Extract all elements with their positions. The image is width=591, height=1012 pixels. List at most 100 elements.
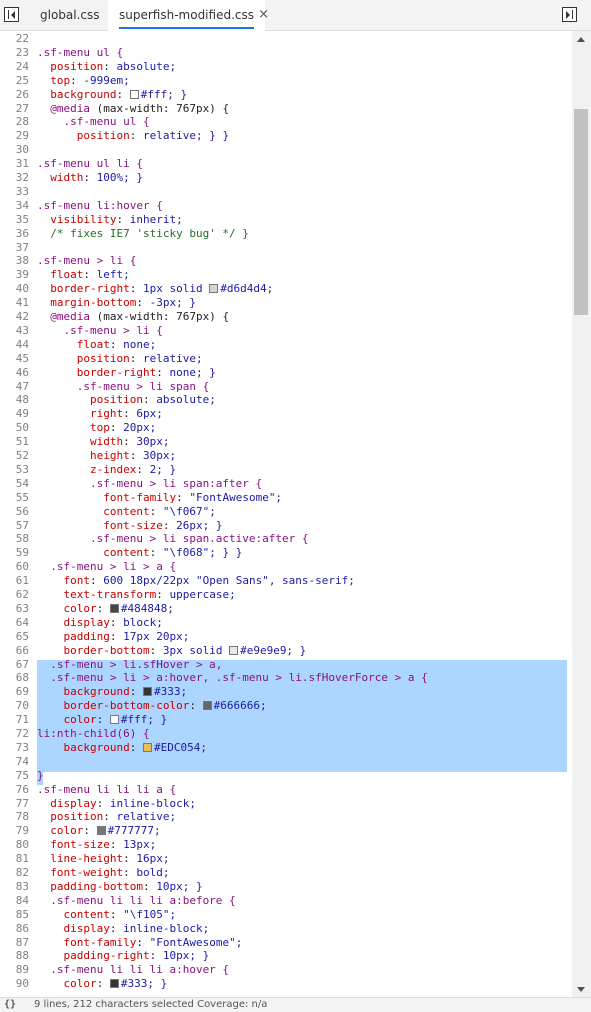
line-number[interactable]: 57 bbox=[15, 518, 29, 532]
code-line: 22 bbox=[0, 32, 572, 46]
line-number[interactable]: 38 bbox=[15, 254, 29, 268]
line-number[interactable]: 34 bbox=[15, 198, 29, 212]
line-number[interactable]: 79 bbox=[15, 824, 29, 838]
line-number[interactable]: 48 bbox=[15, 393, 29, 407]
line-number[interactable]: 78 bbox=[15, 810, 29, 824]
line-number[interactable]: 74 bbox=[15, 754, 29, 768]
pretty-print-icon[interactable]: {} bbox=[4, 999, 17, 1010]
line-number[interactable]: 63 bbox=[15, 601, 29, 615]
line-number[interactable]: 24 bbox=[15, 59, 29, 73]
line-number[interactable]: 77 bbox=[15, 796, 29, 810]
scrollbar-thumb[interactable] bbox=[574, 109, 588, 315]
line-number[interactable]: 25 bbox=[15, 73, 29, 87]
line-number[interactable]: 49 bbox=[15, 407, 29, 421]
color-swatch[interactable] bbox=[109, 715, 119, 725]
line-number[interactable]: 60 bbox=[15, 560, 29, 574]
line-number[interactable]: 90 bbox=[15, 977, 29, 991]
line-number[interactable]: 58 bbox=[15, 532, 29, 546]
line-number[interactable]: 71 bbox=[15, 713, 29, 727]
line-number[interactable]: 54 bbox=[15, 476, 29, 490]
line-number[interactable]: 51 bbox=[15, 435, 29, 449]
line-number[interactable]: 87 bbox=[15, 935, 29, 949]
line-number[interactable]: 65 bbox=[15, 629, 29, 643]
code-line: 81 line-height: 16px; bbox=[0, 852, 572, 866]
toggle-debugger-button[interactable] bbox=[562, 7, 577, 22]
close-tab-icon[interactable]: × bbox=[258, 7, 269, 22]
line-number[interactable]: 81 bbox=[15, 852, 29, 866]
line-number[interactable]: 27 bbox=[15, 101, 29, 115]
line-number[interactable]: 84 bbox=[15, 893, 29, 907]
line-number[interactable]: 73 bbox=[15, 740, 29, 754]
line-number[interactable]: 52 bbox=[15, 449, 29, 462]
line-number[interactable]: 45 bbox=[15, 351, 29, 365]
line-number[interactable]: 44 bbox=[15, 337, 29, 351]
color-swatch[interactable] bbox=[96, 826, 106, 836]
scroll-down-icon[interactable] bbox=[577, 987, 585, 992]
line-number[interactable]: 32 bbox=[15, 171, 29, 184]
color-swatch[interactable] bbox=[209, 284, 219, 294]
line-number[interactable]: 43 bbox=[15, 323, 29, 337]
line-number[interactable]: 70 bbox=[15, 699, 29, 713]
color-swatch[interactable] bbox=[129, 89, 139, 99]
line-number[interactable]: 61 bbox=[15, 574, 29, 588]
line-number[interactable]: 22 bbox=[15, 32, 29, 45]
vertical-scrollbar[interactable] bbox=[572, 31, 591, 997]
toggle-navigator-button[interactable] bbox=[4, 7, 19, 22]
line-number[interactable]: 40 bbox=[15, 282, 29, 296]
color-swatch[interactable] bbox=[202, 701, 212, 711]
line-number[interactable]: 85 bbox=[15, 907, 29, 921]
line-number[interactable]: 46 bbox=[15, 365, 29, 379]
scroll-up-icon[interactable] bbox=[577, 37, 585, 42]
line-number[interactable]: 80 bbox=[15, 838, 29, 852]
line-number[interactable]: 28 bbox=[15, 115, 29, 129]
line-number[interactable]: 39 bbox=[15, 268, 29, 282]
line-number[interactable]: 88 bbox=[15, 949, 29, 963]
color-swatch[interactable] bbox=[109, 979, 119, 989]
tab-superfish-modified-css[interactable]: superfish-modified.css × bbox=[108, 0, 269, 31]
line-number[interactable]: 41 bbox=[15, 296, 29, 310]
line-number[interactable]: 56 bbox=[15, 504, 29, 518]
line-number[interactable]: 72 bbox=[15, 727, 29, 740]
line-number[interactable]: 69 bbox=[15, 685, 29, 699]
line-number[interactable]: 26 bbox=[15, 87, 29, 101]
line-number[interactable]: 47 bbox=[15, 379, 29, 393]
line-number[interactable]: 31 bbox=[15, 157, 29, 171]
line-number[interactable]: 76 bbox=[15, 782, 29, 796]
line-number[interactable]: 67 bbox=[15, 657, 29, 671]
line-number[interactable]: 64 bbox=[15, 615, 29, 629]
line-number[interactable]: 30 bbox=[15, 143, 29, 157]
tab-global-css[interactable]: global.css bbox=[40, 0, 100, 30]
line-number[interactable]: 75 bbox=[15, 768, 29, 782]
line-number[interactable]: 59 bbox=[15, 546, 29, 560]
code-line: 84 .sf-menu li li li a:before { bbox=[0, 894, 572, 908]
line-number[interactable]: 83 bbox=[15, 879, 29, 893]
code-line: 65 padding: 17px 20px; bbox=[0, 630, 572, 644]
line-number[interactable]: 29 bbox=[15, 129, 29, 143]
line-number[interactable]: 55 bbox=[15, 490, 29, 504]
color-swatch[interactable] bbox=[109, 603, 119, 613]
code-text: .sf-menu > li > a { bbox=[37, 560, 177, 574]
line-number[interactable]: 66 bbox=[15, 643, 29, 657]
code-text: font-weight: bold; bbox=[50, 866, 170, 879]
code-text: top: 20px; bbox=[89, 421, 157, 435]
code-text: .sf-menu > li { bbox=[37, 323, 163, 337]
line-number[interactable]: 62 bbox=[15, 588, 29, 601]
line-number[interactable]: 36 bbox=[15, 226, 29, 240]
color-swatch[interactable] bbox=[142, 687, 152, 697]
line-number[interactable]: 33 bbox=[15, 184, 29, 198]
line-number[interactable]: 68 bbox=[15, 671, 29, 685]
code-text: background: #333; bbox=[63, 685, 188, 699]
line-number[interactable]: 42 bbox=[15, 310, 29, 323]
line-number[interactable]: 37 bbox=[15, 240, 29, 254]
line-number[interactable]: 53 bbox=[15, 462, 29, 476]
line-number[interactable]: 35 bbox=[15, 212, 29, 226]
line-number[interactable]: 89 bbox=[15, 963, 29, 977]
line-number[interactable]: 50 bbox=[15, 421, 29, 435]
line-number[interactable]: 82 bbox=[15, 866, 29, 879]
line-number[interactable]: 23 bbox=[15, 45, 29, 59]
code-text: .sf-menu > li span.active:after { bbox=[37, 532, 309, 546]
color-swatch[interactable] bbox=[229, 645, 239, 655]
line-number[interactable]: 86 bbox=[15, 921, 29, 935]
color-swatch[interactable] bbox=[142, 742, 152, 752]
